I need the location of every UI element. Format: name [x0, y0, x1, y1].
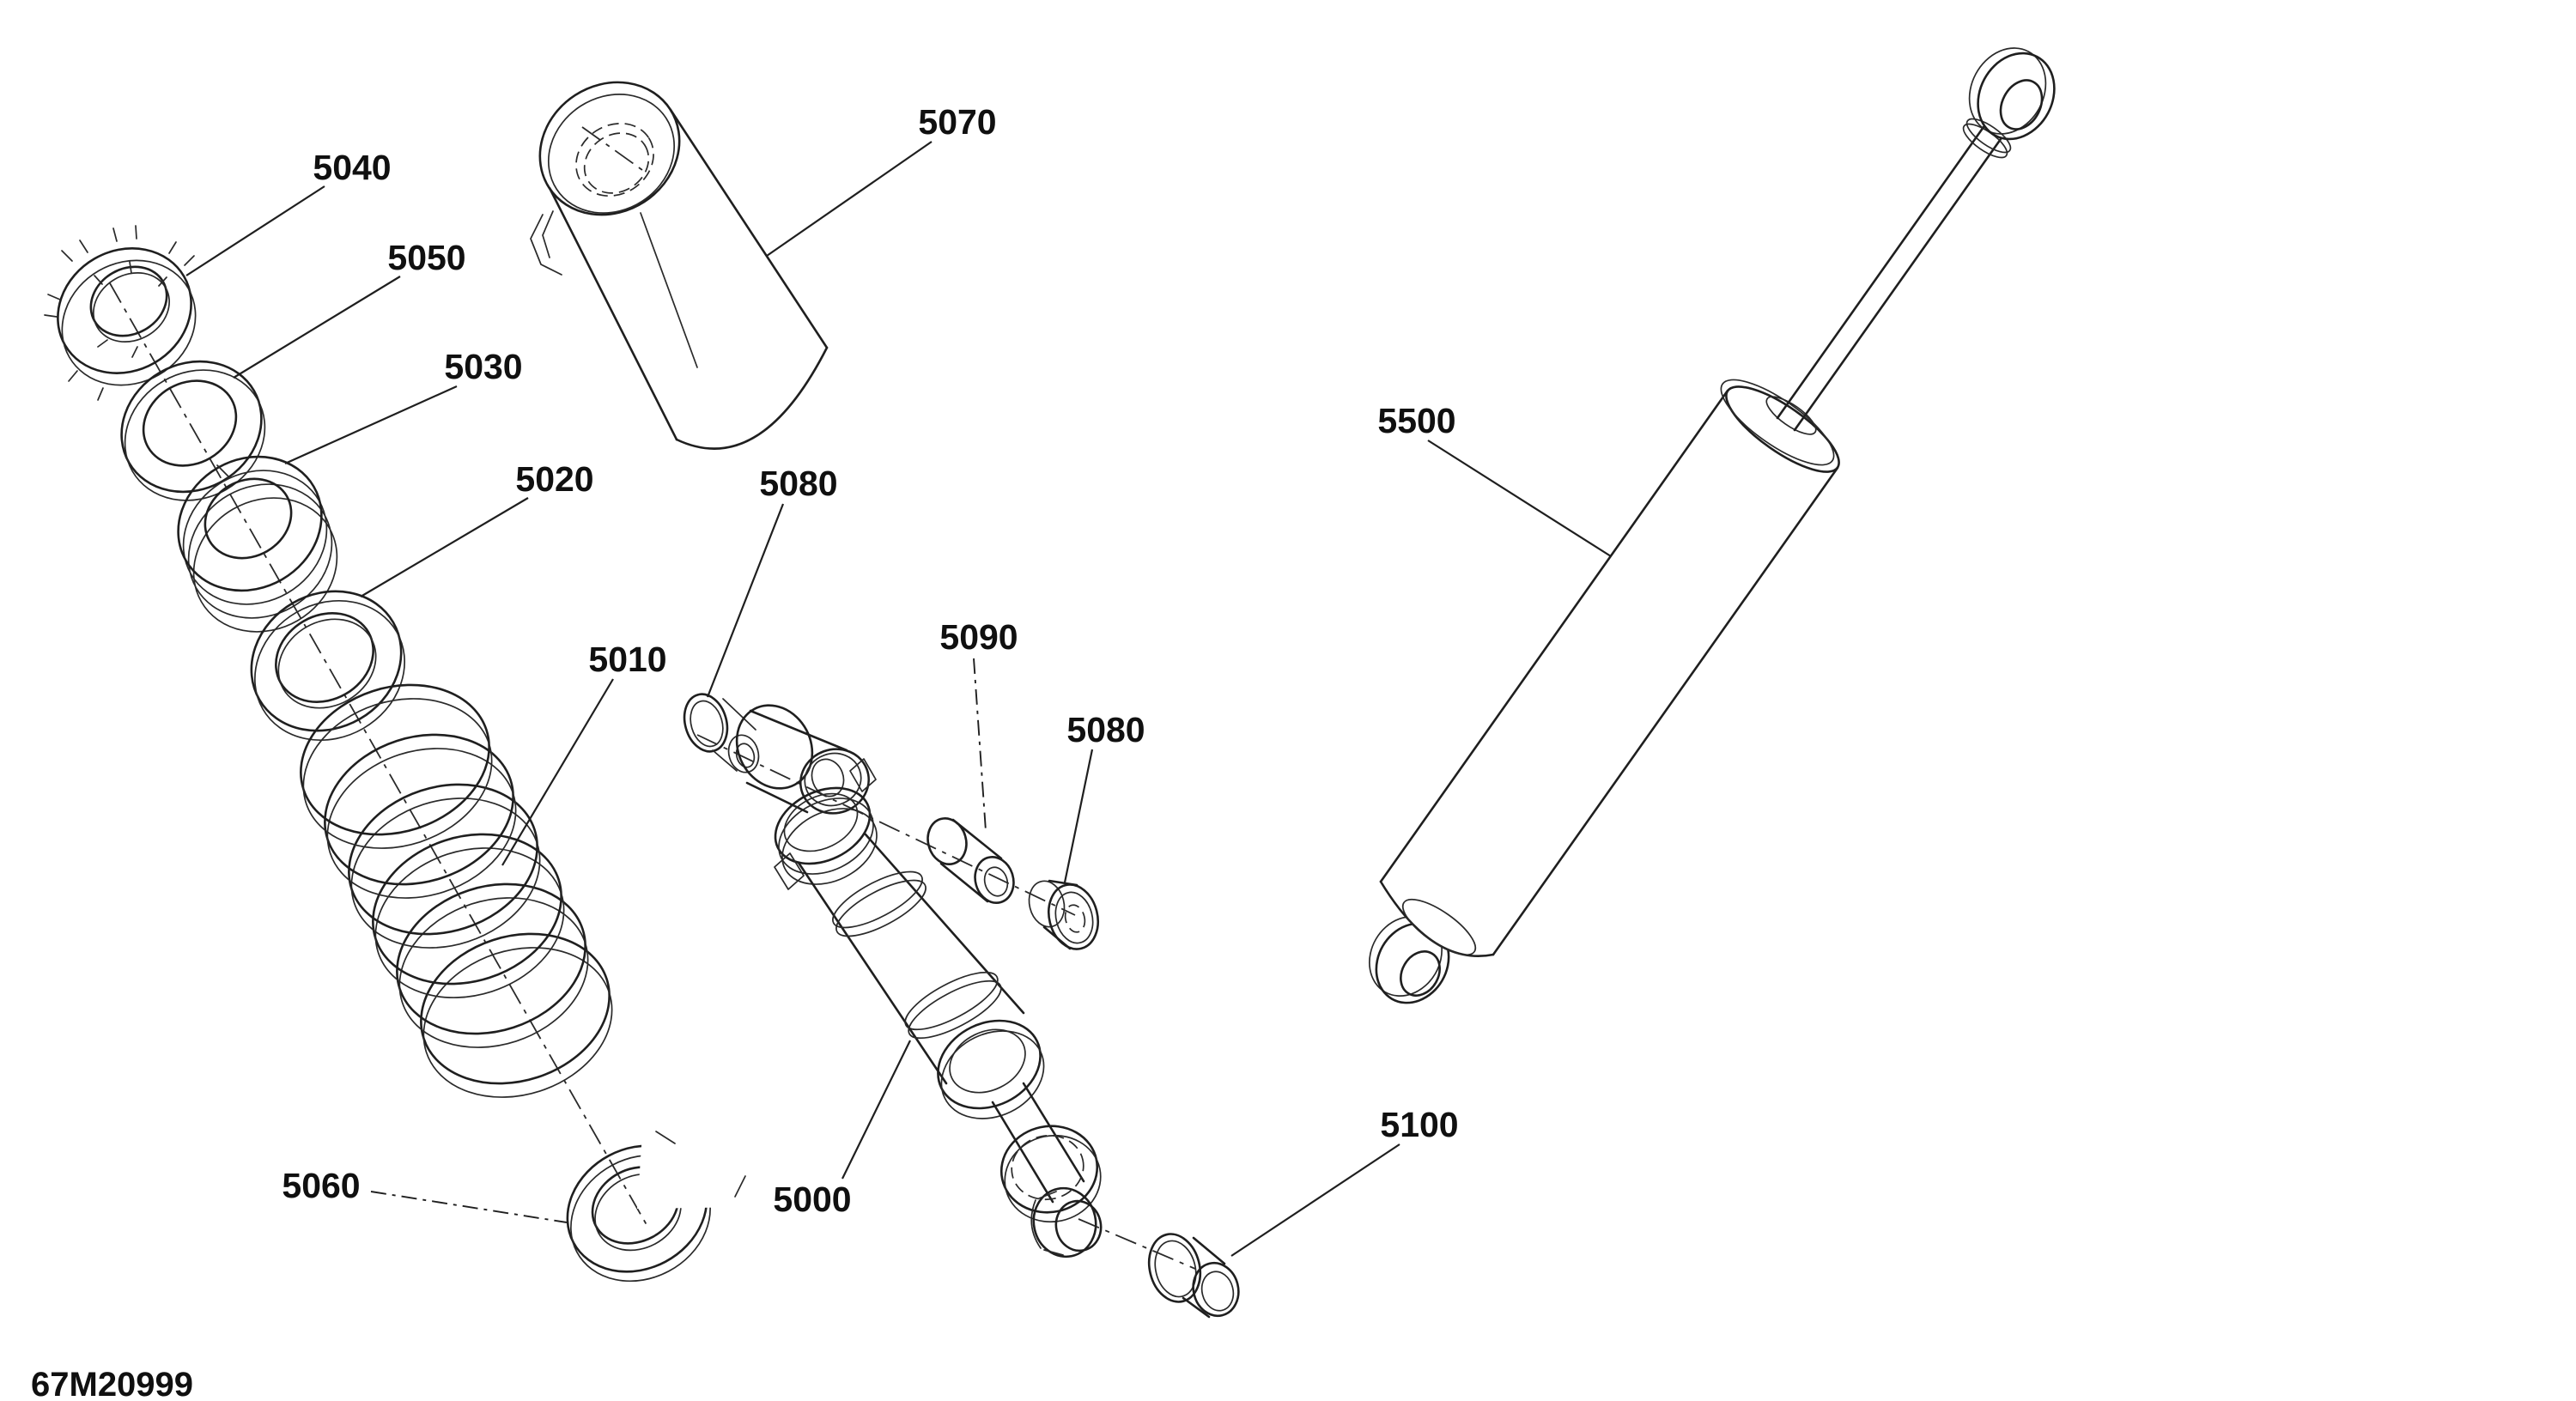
- part-label-5050-1: 5050: [387, 238, 465, 277]
- part-label-5080-6: 5080: [759, 464, 837, 503]
- part-5050-washer: [120, 360, 266, 501]
- drawing-code: 67M20999: [31, 1366, 193, 1401]
- leader-line-5100-12: [1230, 1143, 1400, 1257]
- part-label-5100-12: 5100: [1380, 1105, 1458, 1144]
- leader-line-5050-1: [233, 276, 401, 379]
- leader-line-5030-2: [284, 385, 458, 465]
- upper-bolt-axis-line: [696, 734, 1076, 916]
- leader-line-5070-5: [766, 141, 933, 257]
- part-label-5500-9: 5500: [1377, 401, 1455, 440]
- leader-line-5040-0: [185, 185, 325, 276]
- part-label-5040-0: 5040: [313, 148, 391, 187]
- part-label-5000-10: 5000: [773, 1180, 851, 1219]
- part-label-5090-7: 5090: [939, 617, 1018, 657]
- part-5060-spring-retainer: [566, 1109, 762, 1283]
- leader-line-5080-8: [1063, 749, 1094, 883]
- part-5000-shock: [735, 704, 1103, 1258]
- part-label-5060-11: 5060: [282, 1166, 360, 1205]
- part-label-5020-3: 5020: [515, 459, 593, 499]
- retainer-gap-mask: [637, 1109, 762, 1209]
- part-5020-ring: [250, 590, 406, 742]
- part-5500-shock: [1369, 47, 2056, 1004]
- part-5010-coil-spring: [300, 683, 613, 1098]
- leader-line-5000-10: [841, 1040, 911, 1180]
- part-5040-cam-cap: [44, 225, 197, 401]
- leader-line-5060-11: [370, 1191, 568, 1223]
- part-label-5080-8: 5080: [1066, 710, 1145, 749]
- part-label-5010-4: 5010: [588, 640, 666, 679]
- part-5080-bushing-right: [1028, 879, 1099, 950]
- part-label-5070-5: 5070: [918, 102, 996, 142]
- leader-line-5020-3: [360, 497, 529, 597]
- leader-line-5090-7: [973, 658, 987, 832]
- part-labels-layer: 5040 5050 5030 5020 5010 5070 5080 5090 5080 5500…: [185, 102, 1612, 1257]
- part-label-5030-2: 5030: [444, 347, 522, 386]
- part-5100-bushing: [1147, 1233, 1240, 1319]
- leader-line-5080-6: [706, 503, 785, 698]
- part-5030-coil-ring: [177, 455, 338, 633]
- leader-line-5500-9: [1427, 440, 1612, 557]
- lower-bolt-axis-line: [1078, 1218, 1196, 1270]
- part-5080-bushing-upper: [683, 693, 760, 773]
- leader-line-5010-4: [501, 678, 614, 866]
- part-5090-spacer: [927, 817, 1015, 904]
- part-5070-bumper: [530, 81, 829, 450]
- spring-stack-axis-line: [109, 282, 650, 1230]
